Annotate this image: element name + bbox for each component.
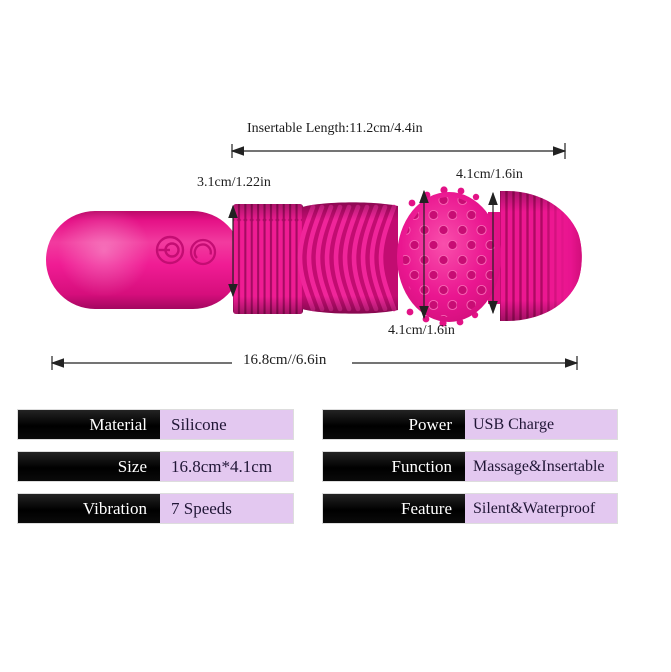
handle-highlight bbox=[58, 205, 150, 297]
total-length-label: 16.8cm//6.6in bbox=[243, 352, 327, 368]
spec-row-feature: Feature Silent&Waterproof bbox=[323, 494, 617, 523]
spec-label-size: Size bbox=[18, 452, 160, 481]
spec-value-feature: Silent&Waterproof bbox=[465, 494, 617, 523]
mode-button-icon bbox=[189, 238, 217, 266]
spec-value-power: USB Charge bbox=[465, 410, 617, 439]
handle-diameter-label: 3.1cm/1.22in bbox=[197, 175, 271, 190]
spec-row-vibration: Vibration 7 Speeds bbox=[18, 494, 293, 523]
spec-table-right: Power USB Charge Function Massage&Insert… bbox=[323, 410, 617, 523]
power-button-icon bbox=[155, 235, 185, 265]
wave-section bbox=[297, 202, 398, 314]
spec-label-function: Function bbox=[323, 452, 465, 481]
spec-row-power: Power USB Charge bbox=[323, 410, 617, 439]
spec-row-size: Size 16.8cm*4.1cm bbox=[18, 452, 293, 481]
nub-section bbox=[397, 186, 501, 327]
spec-table-left: Material Silicone Size 16.8cm*4.1cm Vibr… bbox=[18, 410, 293, 523]
bulb-diameter-label: 4.1cm/1.6in bbox=[388, 323, 455, 338]
spec-label-vibration: Vibration bbox=[18, 494, 160, 523]
product-illustration bbox=[46, 186, 582, 327]
spec-row-material: Material Silicone bbox=[18, 410, 293, 439]
spec-value-function: Massage&Insertable bbox=[465, 452, 617, 481]
spec-label-material: Material bbox=[18, 410, 160, 439]
spec-value-size: 16.8cm*4.1cm bbox=[160, 452, 293, 481]
spec-label-feature: Feature bbox=[323, 494, 465, 523]
spec-row-function: Function Massage&Insertable bbox=[323, 452, 617, 481]
head-section bbox=[500, 191, 582, 321]
insertable-length-label: Insertable Length:11.2cm/4.4in bbox=[247, 121, 423, 136]
spec-value-vibration: 7 Speeds bbox=[160, 494, 293, 523]
head-diameter-label: 4.1cm/1.6in bbox=[456, 167, 523, 182]
ribbed-section bbox=[233, 204, 303, 314]
dimension-arrows bbox=[50, 143, 579, 370]
spec-value-material: Silicone bbox=[160, 410, 293, 439]
spec-label-power: Power bbox=[323, 410, 465, 439]
